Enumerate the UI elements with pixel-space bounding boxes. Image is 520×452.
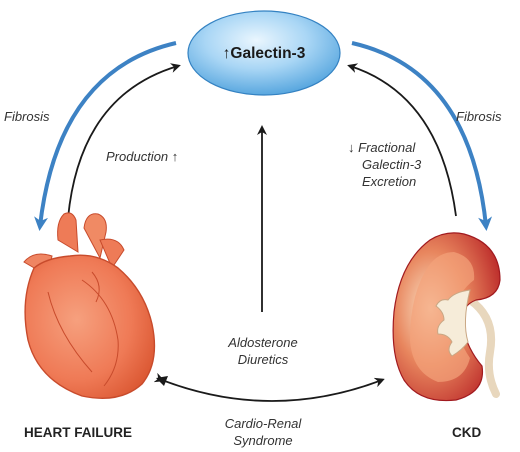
up-arrow-icon: ↑ [222,45,231,62]
aldosterone-line-1: Aldosterone [228,335,298,350]
fibrosis-arrow-right [351,41,493,231]
galectin-3-label: ↑ Galectin-3 [188,24,340,84]
production-label: Production ↑ [106,148,178,165]
cardio-renal-arrow-start-head [156,376,168,386]
production-text: Production [106,149,169,164]
aldosterone-label: Aldosterone Diuretics [213,334,313,368]
heart-icon [23,212,156,399]
fibrosis-label-right: Fibrosis [456,109,502,124]
down-arrow-icon: ↓ [348,140,355,155]
cardio-renal-line-1: Cardio-Renal [224,416,302,431]
excretion-line-1: Fractional [358,140,416,155]
excretion-line-2: Galectin-3 [362,157,422,172]
galectin-3-hub [187,10,341,96]
cardio-renal-line-2: Syndrome [233,433,293,448]
aldosterone-line-2: Diuretics [237,352,289,367]
hub-label: Galectin-3 [230,45,306,62]
excretion-arrow [347,63,457,217]
ckd-label: CKD [452,425,482,440]
kidney-icon [392,232,501,402]
cardio-renal-label: Cardio-Renal Syndrome [205,415,321,449]
heart-failure-label: HEART FAILURE [24,425,132,440]
excretion-label: ↓ Fractional Galectin-3 Excretion [348,139,421,190]
excretion-line-3: Excretion [362,174,417,189]
fibrosis-arrow-left [34,41,177,231]
production-arrow [67,63,181,219]
cardio-renal-arrow [153,372,385,402]
fibrosis-label-left: Fibrosis [4,109,50,124]
up-arrow-icon: ↑ [171,149,179,164]
